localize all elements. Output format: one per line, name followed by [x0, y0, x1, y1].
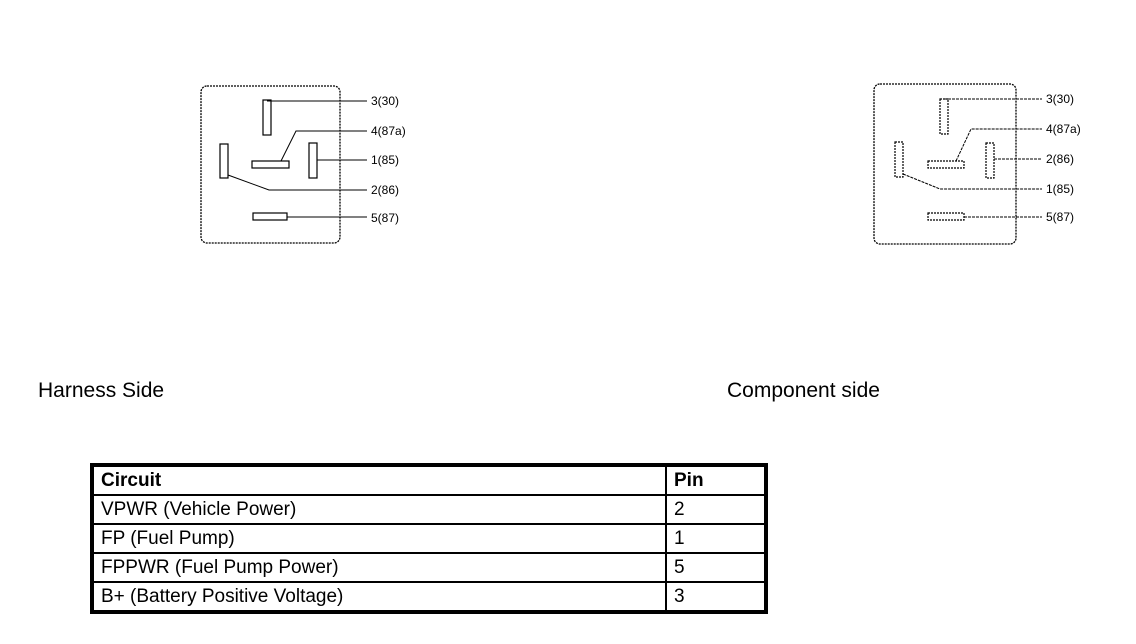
leader-line-86 — [227, 174, 367, 191]
pin-label: 4(87a) — [371, 124, 406, 138]
leader-line-87a — [280, 130, 367, 162]
terminal-86 — [985, 142, 995, 179]
terminal-87a — [927, 160, 965, 169]
table-row: VPWR (Vehicle Power) 2 — [91, 494, 767, 525]
terminal-85 — [894, 141, 904, 178]
pin-cell: 1 — [665, 523, 767, 554]
pin-label: 2(86) — [371, 183, 399, 197]
terminal-85 — [308, 142, 318, 179]
pin-label: 4(87a) — [1046, 122, 1081, 136]
circuit-cell: FPPWR (Fuel Pump Power) — [91, 552, 667, 583]
leader-line-85 — [902, 173, 1042, 190]
connector-housing — [873, 83, 1017, 245]
pin-label: 5(87) — [371, 211, 399, 225]
column-header-circuit: Circuit — [91, 464, 667, 496]
component-side-caption: Component side — [727, 379, 880, 402]
pin-label: 3(30) — [1046, 92, 1074, 106]
table-row: FPPWR (Fuel Pump Power) 5 — [91, 552, 767, 583]
pin-cell: 2 — [665, 494, 767, 525]
terminal-87a — [251, 160, 290, 169]
pin-label: 2(86) — [1046, 152, 1074, 166]
terminal-30 — [262, 99, 272, 136]
pin-label: 1(85) — [1046, 182, 1074, 196]
circuit-cell: VPWR (Vehicle Power) — [91, 494, 667, 525]
terminal-30 — [939, 98, 949, 135]
leader-line-87a — [955, 128, 1042, 162]
circuit-cell: FP (Fuel Pump) — [91, 523, 667, 554]
pin-cell: 3 — [665, 581, 767, 613]
terminal-87 — [252, 212, 288, 221]
terminal-87 — [927, 212, 965, 221]
harness-connector-diagram: 3(30) 4(87a) 1(85) 2(86) 5(87) — [200, 85, 406, 244]
connector-housing — [200, 85, 341, 244]
pin-label: 3(30) — [371, 94, 399, 108]
circuit-pin-table: Circuit Pin VPWR (Vehicle Power) 2 FP (F… — [90, 463, 768, 614]
component-connector-diagram: 3(30) 4(87a) 2(86) 1(85) 5(87) — [873, 83, 1081, 245]
terminal-86 — [219, 143, 229, 179]
table-row: FP (Fuel Pump) 1 — [91, 523, 767, 554]
column-header-pin: Pin — [665, 464, 767, 496]
pin-label: 5(87) — [1046, 210, 1074, 224]
table-row: B+ (Battery Positive Voltage) 3 — [91, 581, 767, 613]
pin-label: 1(85) — [371, 153, 399, 167]
harness-side-caption: Harness Side — [38, 379, 165, 402]
circuit-cell: B+ (Battery Positive Voltage) — [91, 581, 667, 613]
table-header-row: Circuit Pin — [91, 464, 767, 496]
pin-cell: 5 — [665, 552, 767, 583]
